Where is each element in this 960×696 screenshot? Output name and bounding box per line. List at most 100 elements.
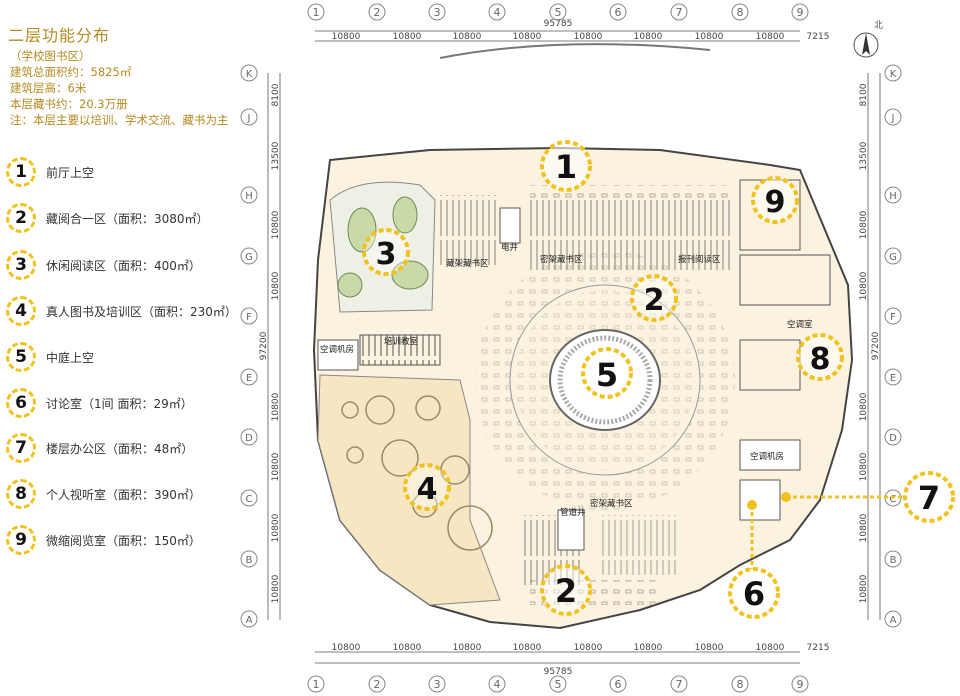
- grid-col-label: 5: [555, 678, 562, 691]
- col-dim: 10800: [453, 643, 482, 653]
- grid-col-label: 6: [615, 678, 622, 691]
- grid-row-label: E: [246, 373, 252, 384]
- right-dimension-line: [867, 73, 881, 620]
- grid-col-label: 1: [313, 678, 320, 691]
- grid-row-label: B: [890, 555, 897, 566]
- row-dim: 8100: [859, 83, 869, 106]
- room-block: [739, 254, 831, 306]
- north-arrow-icon: [853, 32, 879, 58]
- room-label: 培训教室: [384, 336, 419, 347]
- room-label: 空调室: [787, 319, 813, 330]
- grid-col-label: 6: [615, 6, 622, 19]
- legend-item: 8 个人视听室（面积：390㎡）: [6, 477, 201, 511]
- col-dim: 10800: [574, 643, 603, 653]
- marker-number: 6: [743, 575, 765, 613]
- legend-label: 讨论室（1间 面积：29㎡）: [46, 396, 193, 411]
- bottom-dimension-line: [315, 651, 800, 664]
- grid-col-label: 3: [434, 6, 441, 19]
- marker-number: 4: [417, 472, 438, 507]
- room-block: [739, 339, 801, 391]
- grid-col-labels-top: 1 2 3 4 5 6 7 8 9: [307, 3, 809, 21]
- legend-item: 2 藏阅合一区（面积：3080㎡）: [6, 201, 209, 235]
- grid-row-label: K: [890, 69, 897, 80]
- grid-col-labels-bottom: 1 2 3 4 5 6 7 8 9: [307, 675, 809, 693]
- legend-item: 6 讨论室（1间 面积：29㎡）: [6, 386, 193, 420]
- grid-row-label: J: [247, 113, 251, 124]
- row-dim: 10800: [271, 513, 281, 542]
- right-dims: 8100 13500 10800 10800 97200 10800 10800…: [859, 83, 881, 603]
- roof-curve: [439, 43, 711, 59]
- legend-item: 9 微缩阅览室（面积：150㎡）: [6, 523, 201, 557]
- grid-col-label: 5: [555, 6, 562, 19]
- col-dim: 10800: [513, 643, 542, 653]
- col-dim: 10800: [332, 32, 361, 42]
- legend-number-badge: 4: [6, 296, 36, 326]
- room-block: [317, 339, 359, 371]
- info-line: （学校图书区）: [10, 49, 91, 63]
- info-line: 建筑总面积约：5825㎡: [10, 65, 132, 79]
- grid-col-label: 7: [676, 6, 683, 19]
- row-dim: 10800: [271, 574, 281, 603]
- legend-label: 个人视听室（面积：390㎡）: [46, 487, 201, 502]
- row-dim: 10800: [271, 392, 281, 421]
- stack-area: [440, 195, 500, 265]
- marker-7-anchor: [781, 492, 791, 502]
- bottom-dims: 10800 10800 10800 10800 10800 10800 1080…: [332, 643, 830, 677]
- grid-col-label: 1: [313, 6, 320, 19]
- room-label: 密架藏书区: [540, 254, 583, 265]
- marker-number: 5: [596, 356, 618, 394]
- marker-5: 5: [581, 347, 633, 399]
- marker-7: 7: [903, 471, 955, 523]
- page-title: 二层功能分布: [8, 26, 111, 45]
- total-height: 97200: [259, 331, 269, 360]
- grid-row-label: A: [246, 615, 253, 626]
- grid-col-label: 9: [797, 678, 804, 691]
- marker-number: 2: [644, 283, 665, 318]
- grid-row-label: F: [890, 312, 896, 323]
- grid-row-label: A: [890, 615, 897, 626]
- col-dim: 10800: [756, 32, 785, 42]
- row-dim: 10800: [859, 513, 869, 542]
- grid-col-label: 3: [434, 678, 441, 691]
- col-dim: 10800: [513, 32, 542, 42]
- grid-row-label: G: [889, 252, 897, 263]
- col-dim: 7215: [807, 32, 830, 42]
- grid-row-label: F: [246, 312, 252, 323]
- room-block: [739, 479, 781, 521]
- grid-col-label: 8: [737, 6, 744, 19]
- legend-number-badge: 5: [6, 342, 36, 372]
- grid-row-label: H: [245, 191, 253, 202]
- grid-row-labels-right: K J H G F E D C B A: [884, 64, 902, 628]
- room-block: [557, 509, 585, 551]
- row-dim: 10800: [859, 392, 869, 421]
- left-dims: 8100 13500 10800 10800 97200 10800 10800…: [259, 83, 281, 603]
- marker-number: 1: [555, 148, 577, 186]
- grid-col-label: 8: [737, 678, 744, 691]
- grid-row-label: E: [890, 373, 896, 384]
- grid-row-labels-left: K J H G F E D C B A: [240, 64, 258, 628]
- room-labels: 藏架藏书区 电井 密架藏书区 报刊阅读区 空调机房 培训教室 空调机房 管道井 …: [320, 242, 813, 518]
- grid-row-label: D: [245, 433, 253, 444]
- legend-number-badge: 8: [6, 479, 36, 509]
- col-dim: 10800: [393, 643, 422, 653]
- legend-label: 楼层办公区（面积：48㎡）: [46, 441, 194, 456]
- col-dim: 10800: [393, 32, 422, 42]
- grid-row-label: G: [245, 252, 253, 263]
- grid-col-label: 7: [676, 678, 683, 691]
- col-dim: 10800: [695, 32, 724, 42]
- grid-col-label: 2: [374, 678, 381, 691]
- legend-number-badge: 9: [6, 525, 36, 555]
- row-dim: 10800: [271, 210, 281, 239]
- legend-number-badge: 6: [6, 388, 36, 418]
- marker-number: 8: [810, 342, 831, 377]
- grid-row-label: J: [891, 113, 895, 124]
- grid-row-label: C: [890, 494, 897, 505]
- legend-label: 藏阅合一区（面积：3080㎡）: [46, 211, 209, 226]
- top-dims: 95785 10800 10800 10800 10800 10800 1080…: [332, 19, 830, 42]
- row-dim: 10800: [271, 452, 281, 481]
- room-label: 密架藏书区: [590, 498, 633, 509]
- room-block: [499, 207, 521, 244]
- col-dim: 10800: [332, 643, 361, 653]
